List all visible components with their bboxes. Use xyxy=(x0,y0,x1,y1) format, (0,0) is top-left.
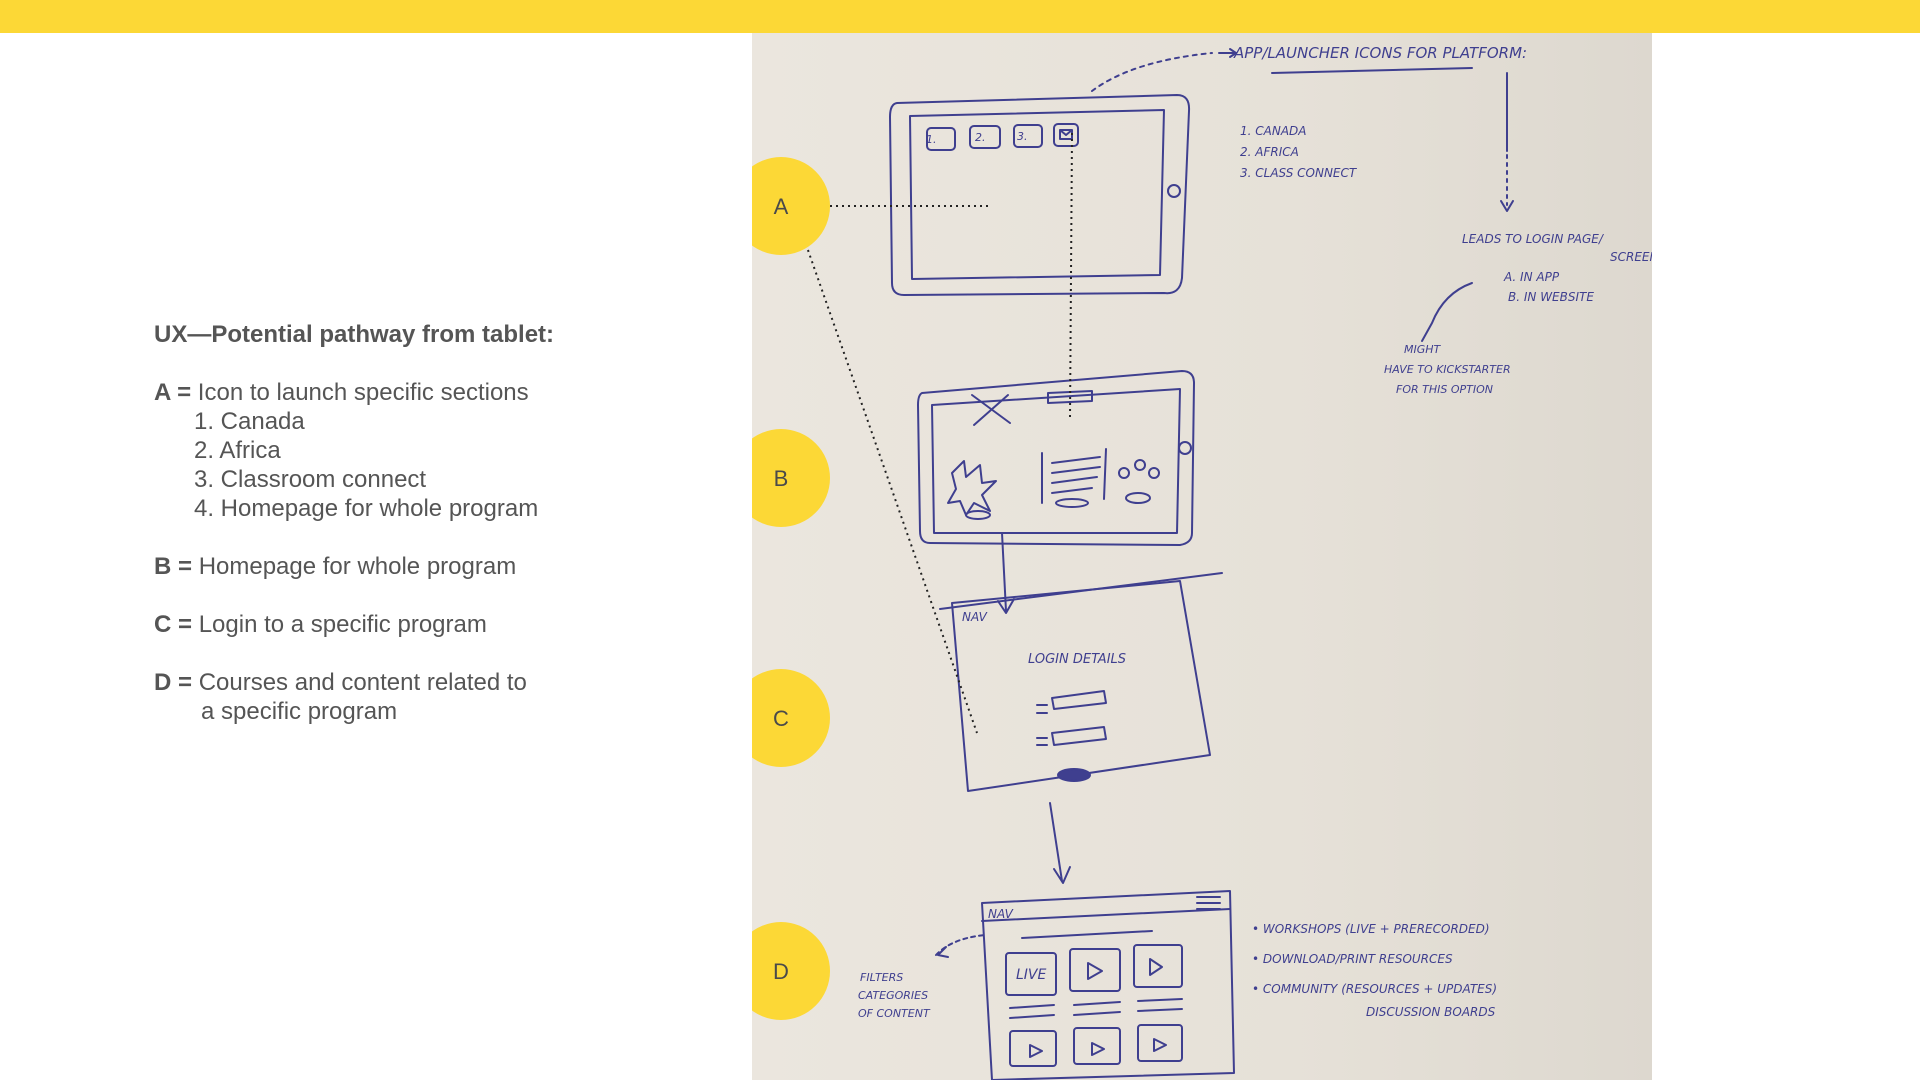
legend-text-d-1: Courses and content related to xyxy=(198,669,527,696)
legend-key-b: B = xyxy=(154,553,193,580)
note-might-1: MIGHT xyxy=(1404,343,1442,356)
note-filters-1: FILTERS xyxy=(860,971,903,984)
note-login-option-b: B. IN WEBSITE xyxy=(1508,290,1594,304)
login-sketch xyxy=(939,572,1223,792)
note-might-2: HAVE TO KICKSTARTER xyxy=(1384,363,1511,376)
legend-text-d-2: a specific program xyxy=(201,698,398,725)
launcher-icon-3 xyxy=(1013,124,1043,148)
legend-key-d: D = xyxy=(154,669,193,696)
marker-a-label: A xyxy=(774,194,789,219)
legend-key-c: C = xyxy=(154,611,193,638)
note-bullet-community: • COMMUNITY (RESOURCES + UPDATES) xyxy=(1252,982,1497,996)
legend-text-c: Login to a specific program xyxy=(198,611,487,638)
note-login-details: LOGIN DETAILS xyxy=(1028,652,1126,667)
marker-b-label: B xyxy=(774,466,789,491)
legend-entry-d: D = Courses and content related to a spe… xyxy=(154,668,714,726)
tablet-b-sketch xyxy=(917,370,1195,546)
legend-item-classroom: 3. Classroom connect xyxy=(194,466,427,493)
launcher-icon-1 xyxy=(926,127,956,151)
legend-entry-b: B = Homepage for whole program xyxy=(154,552,714,581)
tablet-a-sketch xyxy=(889,94,1191,296)
sketch-icon-label-2: 2. xyxy=(975,131,986,144)
note-bullet-download: • DOWNLOAD/PRINT RESOURCES xyxy=(1252,952,1453,966)
note-nav-login: NAV xyxy=(962,610,988,624)
sketch-icon-label-3: 3. xyxy=(1017,130,1028,143)
note-login-option-a: A. IN APP xyxy=(1503,270,1560,284)
note-bullet-discussion: DISCUSSION BOARDS xyxy=(1366,1005,1496,1019)
marker-d: D xyxy=(752,922,830,1020)
website-sketch xyxy=(981,890,1235,1080)
marker-a: A xyxy=(752,157,830,255)
note-platform-africa: 2. AFRICA xyxy=(1240,145,1299,159)
note-platform-class: 3. CLASS CONNECT xyxy=(1240,166,1358,180)
sketch-icon-label-1: 1. xyxy=(926,133,937,146)
legend-title: UX—Potential pathway from tablet: xyxy=(154,321,555,348)
legend-text-b: Homepage for whole program xyxy=(198,553,517,580)
legend-item-homepage: 4. Homepage for whole program xyxy=(194,495,539,522)
note-platform-canada: 1. CANADA xyxy=(1240,124,1307,138)
legend-entry-a: A = Icon to launch specific sections 1. … xyxy=(154,378,714,523)
note-bullet-workshops: • WORKSHOPS (LIVE + PRERECORDED) xyxy=(1252,922,1490,936)
marker-c: C xyxy=(752,669,830,767)
legend-text-a: Icon to launch specific sections xyxy=(197,379,529,406)
legend-item-africa: 2. Africa xyxy=(194,437,281,464)
legend-item-canada: 1. Canada xyxy=(194,408,305,435)
marker-c-label: C xyxy=(773,706,789,731)
legend-panel: UX—Potential pathway from tablet: A = Ic… xyxy=(154,320,714,755)
note-login-1: LEADS TO LOGIN PAGE/ xyxy=(1462,232,1605,246)
note-login-2: SCREEN xyxy=(1610,250,1652,264)
note-filters-2: CATEGORIES xyxy=(858,989,928,1002)
top-accent-bar xyxy=(0,0,1920,33)
note-launcher-header: APP/LAUNCHER ICONS FOR PLATFORM: xyxy=(1233,44,1527,62)
sketch-photo: APP/LAUNCHER ICONS FOR PLATFORM: 1. 2. 3… xyxy=(752,33,1652,1080)
marker-b: B xyxy=(752,429,830,527)
note-nav-site: NAV xyxy=(988,907,1014,921)
launcher-icon-home xyxy=(1053,123,1079,147)
note-might-3: FOR THIS OPTION xyxy=(1396,383,1493,396)
legend-key-a: A = xyxy=(154,379,192,406)
sketch-drawing: APP/LAUNCHER ICONS FOR PLATFORM: 1. 2. 3… xyxy=(752,44,1652,1080)
note-filters-3: OF CONTENT xyxy=(858,1007,931,1020)
note-live: LIVE xyxy=(1016,967,1047,983)
launcher-icon-2 xyxy=(969,125,1001,149)
legend-entry-c: C = Login to a specific program xyxy=(154,610,714,639)
marker-d-label: D xyxy=(773,959,789,984)
